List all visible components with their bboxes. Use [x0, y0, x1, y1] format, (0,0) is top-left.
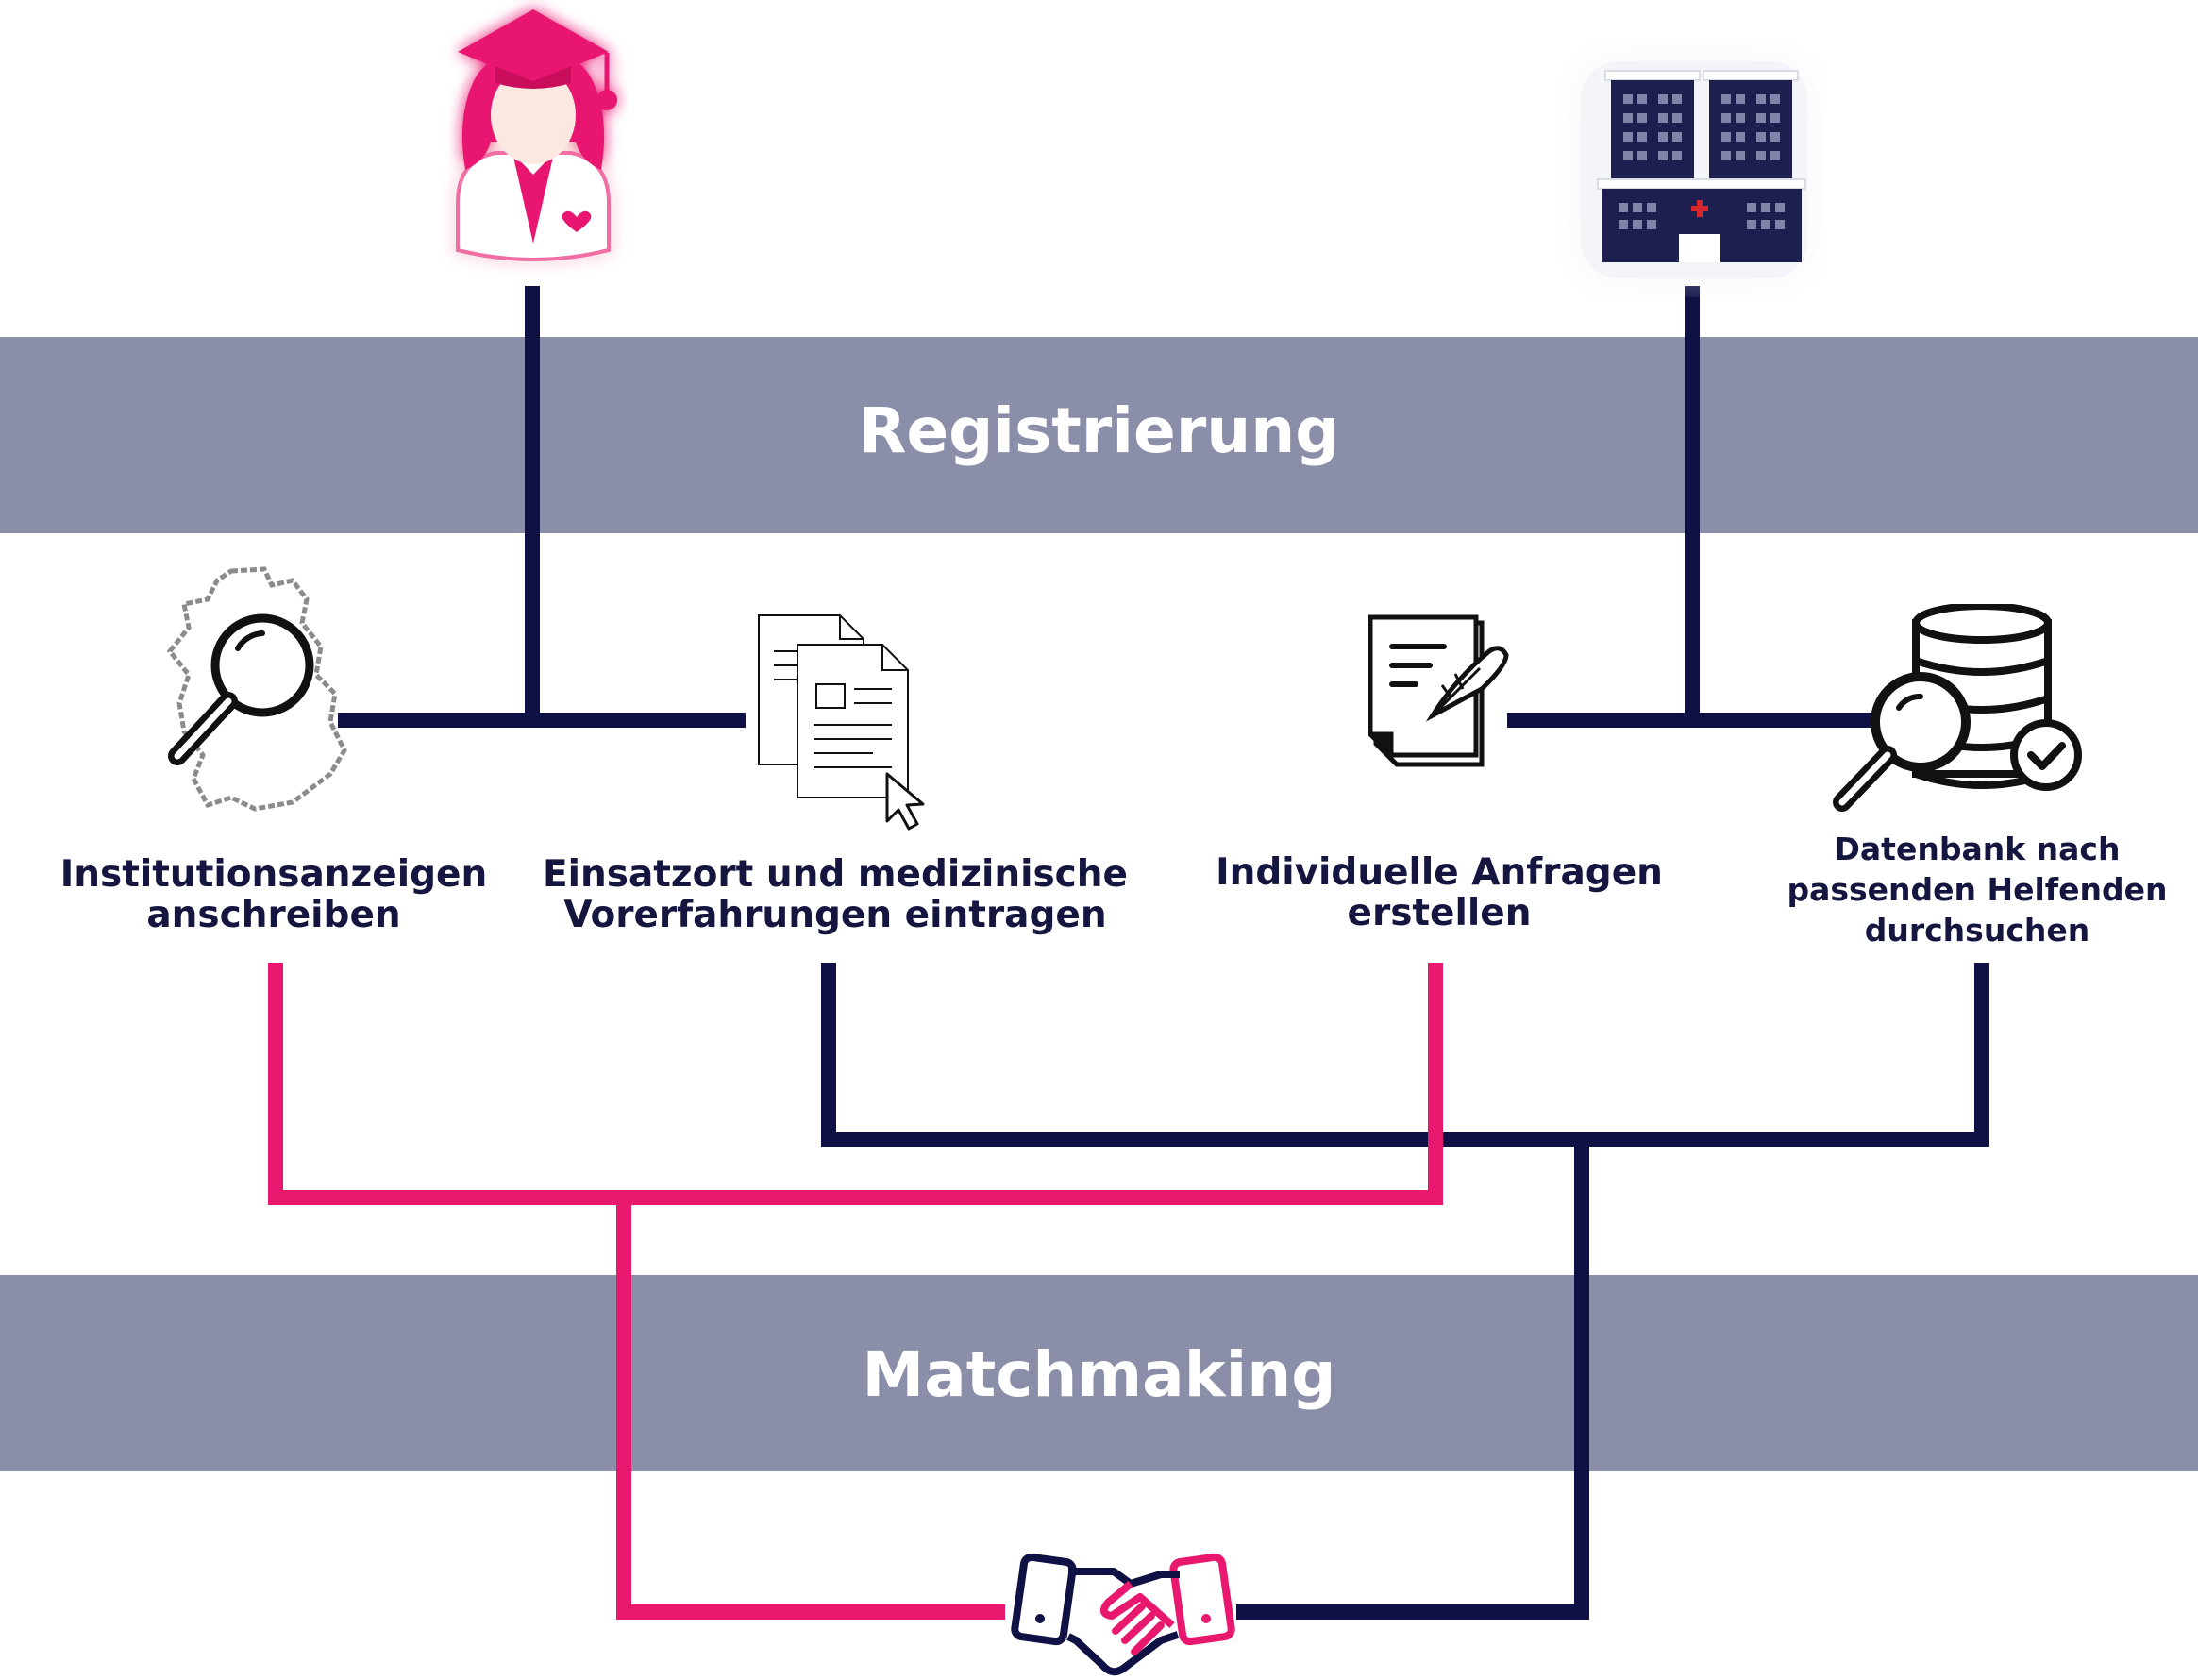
step-label-line: Vorerfahrungen eintragen: [563, 894, 1107, 936]
documents-cursor-icon: [758, 614, 925, 831]
step-label-location-experience: Einsatzort und medizinische Vorerfahrung…: [529, 854, 1142, 935]
database-search-icon: [1833, 604, 2082, 812]
handshake-icon: [1011, 1553, 1235, 1676]
hospital-building-icon: [1581, 61, 1807, 278]
step-label-line: passenden Helfenden: [1787, 871, 2168, 908]
step-label-line: anschreiben: [146, 894, 401, 936]
step-label-line: Einsatzort und medizinische: [542, 853, 1129, 896]
step-label-line: Institutionsanzeigen: [59, 853, 488, 896]
pink-flow-line: [268, 963, 1443, 1205]
document-pen-icon: [1368, 614, 1509, 767]
matchmaking-label: Matchmaking: [862, 1338, 1336, 1411]
graduate-doctor-icon: [456, 9, 617, 261]
step-label-individual-requests: Individuelle Anfragen erstellen: [1170, 852, 1708, 933]
registration-band: [0, 337, 2198, 533]
step-label-line: erstellen: [1347, 892, 1532, 934]
step-label-database-search: Datenbank nach passenden Helfenden durch…: [1765, 829, 2190, 950]
navy-flow-line: [821, 963, 1989, 1147]
step-label-line: Individuelle Anfragen: [1216, 851, 1663, 894]
step-label-institution-ads: Institutionsanzeigen anschreiben: [38, 854, 510, 935]
germany-map-search-icon: [166, 566, 347, 812]
pink-to-handshake-line: [616, 1198, 1005, 1620]
step-label-line: durchsuchen: [1864, 912, 2090, 949]
registration-label: Registrierung: [858, 395, 1340, 467]
step-label-line: Datenbank nach: [1834, 831, 2121, 867]
matchmaking-band: [0, 1275, 2198, 1471]
navy-to-handshake-line: [1236, 1139, 1589, 1620]
